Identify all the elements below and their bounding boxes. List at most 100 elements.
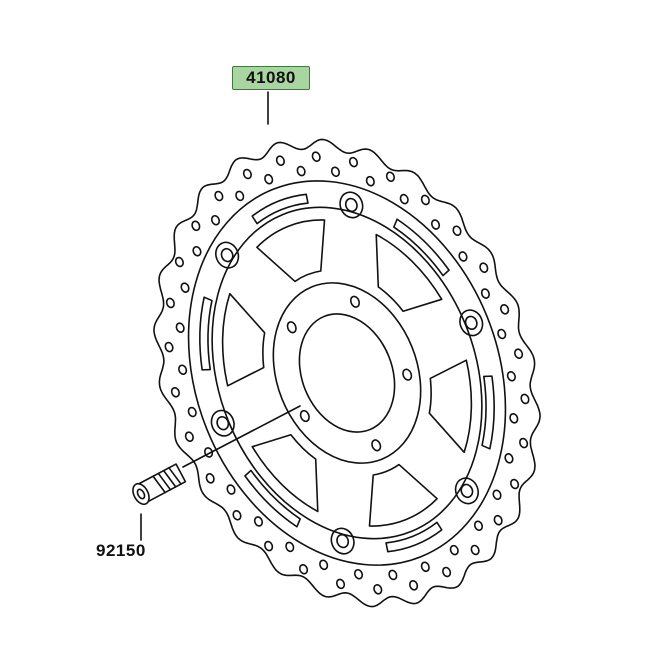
drilled-hole bbox=[204, 447, 214, 458]
float-button-outer bbox=[454, 477, 479, 505]
disc-mounting-bolt bbox=[132, 463, 187, 506]
drilled-hole bbox=[514, 348, 524, 359]
float-button-inner bbox=[216, 416, 230, 431]
drilled-hole bbox=[430, 219, 441, 230]
drilled-hole bbox=[420, 561, 430, 573]
drilled-hole bbox=[296, 165, 306, 177]
drilled-hole bbox=[409, 580, 419, 591]
hub-hole bbox=[286, 321, 297, 334]
drilled-hole bbox=[458, 251, 468, 262]
drilled-hole bbox=[205, 473, 215, 484]
drilled-hole bbox=[348, 156, 359, 168]
float-button-outer bbox=[215, 241, 240, 269]
drilled-hole bbox=[187, 406, 197, 418]
drilled-hole bbox=[192, 245, 202, 257]
carrier-slot bbox=[368, 463, 438, 527]
drilled-hole bbox=[470, 544, 480, 556]
carrier-outer-ring bbox=[211, 206, 483, 540]
drilled-hole bbox=[319, 559, 329, 571]
drilled-hole bbox=[492, 489, 502, 501]
drilled-hole bbox=[214, 190, 224, 202]
carrier-spokes bbox=[199, 193, 495, 553]
carrier-slot bbox=[256, 219, 326, 283]
drilled-hole bbox=[385, 171, 395, 183]
floating-rivets bbox=[210, 191, 484, 555]
carrier-outer-slot bbox=[481, 375, 495, 450]
hub-hole bbox=[402, 368, 413, 381]
hub-hole bbox=[299, 409, 310, 423]
drilled-hole bbox=[473, 520, 484, 532]
brake-disc bbox=[153, 138, 541, 608]
carrier-outer-slot bbox=[393, 218, 450, 277]
drilled-hole bbox=[170, 387, 180, 398]
carrier-outer-slot bbox=[251, 193, 309, 225]
hub-ring bbox=[272, 282, 422, 464]
drilled-hole bbox=[311, 151, 321, 162]
hub-hole bbox=[371, 439, 382, 452]
drilled-hole bbox=[175, 322, 185, 333]
drilled-hole bbox=[493, 514, 503, 526]
hub-bore bbox=[298, 313, 396, 433]
hub-bolt-holes bbox=[286, 295, 413, 452]
drilled-hole bbox=[210, 214, 221, 226]
float-button-inner bbox=[464, 315, 478, 330]
drilled-hole bbox=[497, 328, 507, 340]
float-button-inner bbox=[460, 483, 474, 499]
part-number-41080[interactable]: 41080 bbox=[232, 66, 310, 90]
float-button-outer bbox=[459, 309, 484, 337]
drilled-hole bbox=[299, 563, 309, 575]
hub-hole bbox=[349, 295, 361, 308]
drilled-hole bbox=[330, 166, 341, 178]
drilled-hole bbox=[442, 566, 452, 578]
drilled-hole bbox=[275, 155, 285, 166]
carrier-outer-slot bbox=[199, 296, 213, 371]
drilled-hole bbox=[264, 173, 274, 185]
carrier-outer-slot bbox=[385, 521, 443, 553]
drilled-hole bbox=[226, 484, 236, 495]
drilled-hole bbox=[164, 341, 174, 353]
float-button-inner bbox=[344, 197, 358, 213]
rotor-drilled-holes bbox=[164, 151, 530, 595]
drilled-hole bbox=[504, 453, 514, 464]
drilled-hole bbox=[506, 370, 516, 382]
carrier-slot bbox=[221, 292, 266, 387]
drilled-hole bbox=[452, 225, 462, 237]
drilled-hole bbox=[353, 568, 364, 580]
float-button-outer bbox=[210, 409, 235, 437]
rotor-inner-edge bbox=[187, 180, 507, 566]
drilled-hole bbox=[373, 584, 383, 595]
drilled-hole bbox=[509, 413, 519, 424]
carrier-slot bbox=[251, 433, 319, 513]
drilled-hole bbox=[165, 297, 175, 309]
drilled-hole bbox=[479, 262, 489, 273]
float-button-outer bbox=[330, 527, 355, 555]
drilled-hole bbox=[191, 220, 201, 232]
float-button-inner bbox=[336, 533, 350, 549]
drilled-hole bbox=[235, 190, 245, 202]
drilled-hole bbox=[285, 541, 295, 553]
drilled-hole bbox=[388, 569, 398, 581]
drilled-hole bbox=[420, 194, 430, 206]
drilled-hole bbox=[178, 364, 188, 376]
float-button-inner bbox=[220, 247, 234, 263]
drilled-hole bbox=[242, 168, 252, 180]
carrier-slot bbox=[375, 233, 443, 313]
drilled-hole bbox=[184, 431, 194, 442]
drilled-hole bbox=[232, 509, 242, 521]
drilled-hole bbox=[449, 544, 459, 556]
part-number-92150[interactable]: 92150 bbox=[96, 541, 146, 560]
carrier-outer-slot bbox=[244, 469, 301, 528]
drilled-hole bbox=[174, 256, 184, 268]
drilled-hole bbox=[180, 282, 190, 293]
drilled-hole bbox=[520, 393, 530, 405]
drilled-hole bbox=[335, 578, 346, 590]
drilled-hole bbox=[264, 540, 274, 552]
drilled-hole bbox=[500, 304, 510, 315]
drilled-hole bbox=[519, 437, 529, 449]
drilled-hole bbox=[253, 516, 264, 527]
float-button-outer bbox=[339, 191, 364, 219]
rotor-wavy-outline bbox=[153, 138, 541, 608]
drilled-hole bbox=[510, 478, 520, 490]
